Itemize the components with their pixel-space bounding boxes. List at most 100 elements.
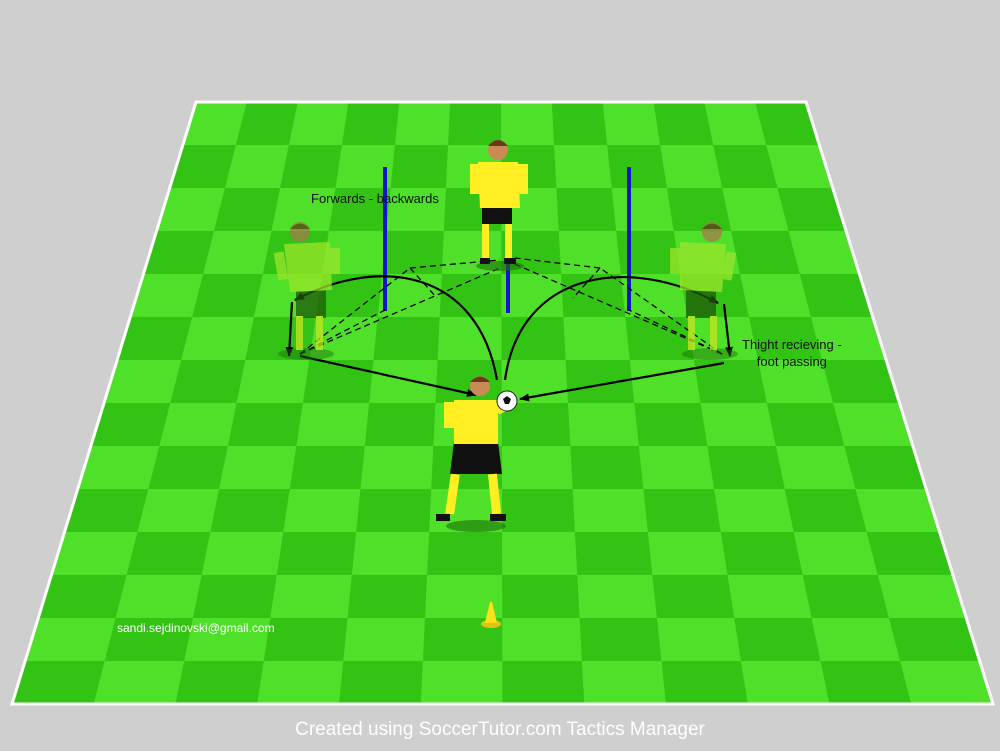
pass-arrow xyxy=(285,301,294,357)
turf-tile xyxy=(77,446,160,489)
turf-tile xyxy=(766,403,845,446)
turf-tile xyxy=(643,489,721,532)
turf-tile xyxy=(570,446,644,489)
turf-tile xyxy=(833,403,913,446)
turf-tile xyxy=(236,360,310,403)
turf-tile xyxy=(437,317,502,360)
turf-tile xyxy=(270,575,352,618)
turf-tile xyxy=(652,575,735,618)
turf-tile xyxy=(565,360,635,403)
turf-tile xyxy=(263,618,348,661)
pass-arrow xyxy=(722,303,733,357)
turf-tile xyxy=(777,188,847,231)
turf-tile xyxy=(126,532,211,575)
turf-tile xyxy=(775,446,856,489)
turf-tile xyxy=(143,231,214,274)
turf-tile xyxy=(758,360,834,403)
turf-tile xyxy=(502,618,582,661)
turf-tile xyxy=(741,661,830,704)
turf-tile xyxy=(740,274,811,317)
annotation-forwards-backwards: Forwards - backwards xyxy=(311,191,439,206)
turf-tile xyxy=(556,188,617,231)
turf-tile xyxy=(439,274,502,317)
turf-tile xyxy=(435,360,502,403)
turf-tile xyxy=(713,145,778,188)
turf-tile xyxy=(727,575,812,618)
turf-tile xyxy=(700,403,776,446)
turf-tile xyxy=(276,532,357,575)
turf-tile xyxy=(657,618,741,661)
turf-tile xyxy=(93,661,185,704)
turf-tile xyxy=(117,317,193,360)
turf-tile xyxy=(900,661,993,704)
turf-tile xyxy=(667,188,732,231)
turf-tile xyxy=(802,575,889,618)
turf-tile xyxy=(551,102,608,145)
turf-tile xyxy=(201,532,284,575)
annotation-thigh-receiving: Thight recieving - foot passing xyxy=(742,336,842,370)
turf-tile xyxy=(661,661,748,704)
turf-tile xyxy=(369,360,438,403)
turf-tile xyxy=(889,618,980,661)
turf-tile xyxy=(328,188,391,231)
turf-tile xyxy=(283,489,361,532)
turf-tile xyxy=(704,102,767,145)
turf-tile xyxy=(502,489,575,532)
turf-tile xyxy=(629,360,701,403)
footer-credit: Created using SoccerTutor.com Tactics Ma… xyxy=(295,719,705,740)
turf-tile xyxy=(364,403,436,446)
turf-tile xyxy=(501,102,555,145)
turf-tile xyxy=(811,618,901,661)
turf-tile xyxy=(339,661,423,704)
turf-tile xyxy=(855,489,940,532)
turf-tile xyxy=(175,661,264,704)
turf-tile xyxy=(148,446,228,489)
ball xyxy=(496,390,518,412)
turf-tile xyxy=(181,317,254,360)
turf-tile xyxy=(169,145,236,188)
author-email: sandi.sejdinovski@gmail.com xyxy=(117,621,275,635)
player-server-top xyxy=(470,140,528,271)
turf-tile xyxy=(714,489,794,532)
turf-tile xyxy=(502,661,585,704)
cone xyxy=(481,602,501,628)
turf-tile xyxy=(572,489,648,532)
turf-tile xyxy=(647,532,728,575)
turf-tile xyxy=(104,360,182,403)
turf-tile xyxy=(563,317,630,360)
turf-tile xyxy=(501,446,573,489)
turf-tile xyxy=(377,274,442,317)
turf-tile xyxy=(159,403,237,446)
turf-tile xyxy=(386,188,446,231)
turf-tile xyxy=(104,618,193,661)
turf-tile xyxy=(280,145,342,188)
turf-tile xyxy=(877,575,967,618)
turf-tile xyxy=(693,360,767,403)
turf-tile xyxy=(289,446,365,489)
turf-tile xyxy=(687,317,758,360)
turf-tile xyxy=(784,489,867,532)
turf-tile xyxy=(653,102,714,145)
turf-tile xyxy=(342,102,400,145)
turf-tile xyxy=(382,231,444,274)
turf-tile xyxy=(734,618,821,661)
turf-tile xyxy=(866,532,953,575)
turf-tile xyxy=(755,102,820,145)
turf-tile xyxy=(554,145,612,188)
turf-tile xyxy=(420,661,503,704)
turf-tile xyxy=(558,231,621,274)
turf-tile xyxy=(390,145,449,188)
turf-tile xyxy=(810,317,887,360)
turf-tile xyxy=(193,575,277,618)
turf-tile xyxy=(722,188,789,231)
turf-tile xyxy=(581,661,666,704)
turf-tile xyxy=(38,575,127,618)
turf-tile xyxy=(296,403,370,446)
turf-tile xyxy=(575,532,653,575)
turf-tile xyxy=(707,446,785,489)
turf-tile xyxy=(501,274,564,317)
turf-tile xyxy=(799,274,873,317)
turf-tile xyxy=(611,188,674,231)
turf-tile xyxy=(427,532,503,575)
